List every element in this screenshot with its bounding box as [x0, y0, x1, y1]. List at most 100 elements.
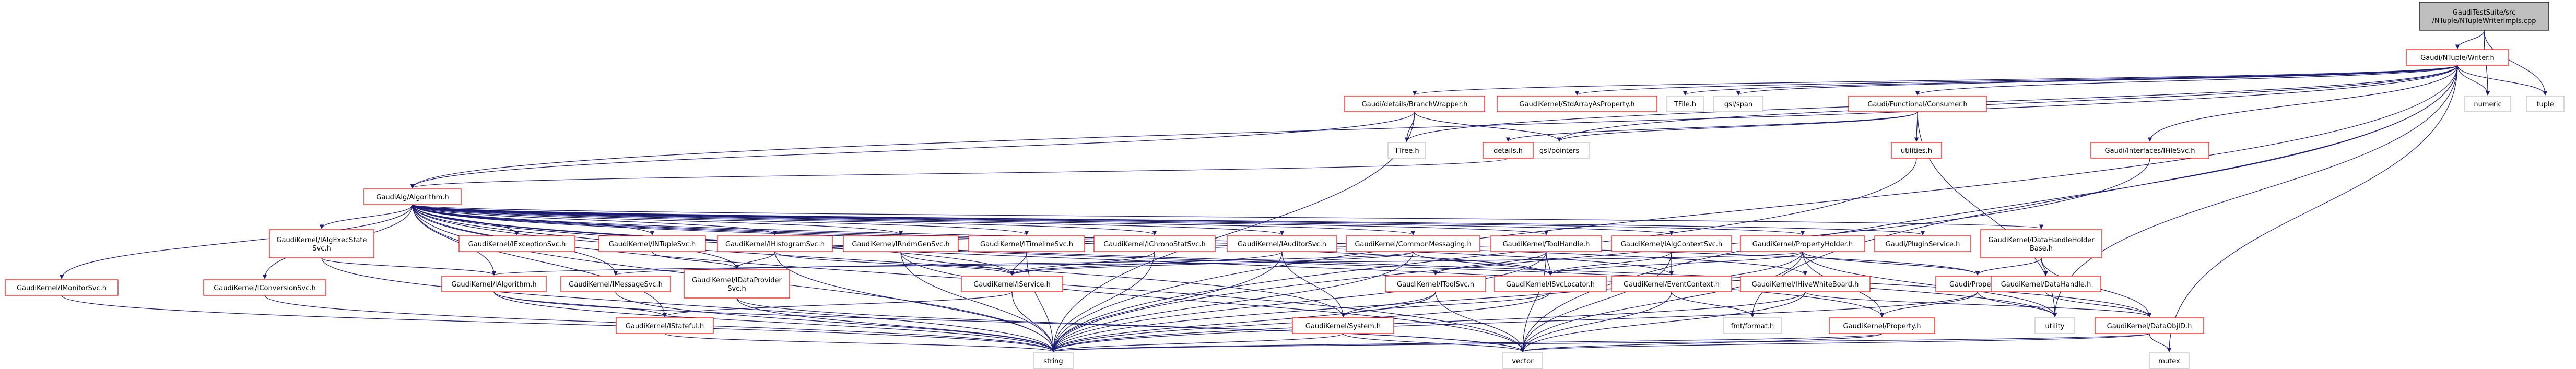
node-writer[interactable]: Gaudi/NTuple/Writer.h — [2406, 49, 2509, 66]
node-propertyholder[interactable]: GaudiKernel/PropertyHolder.h — [1740, 235, 1865, 252]
node-label: GaudiKernel/DataHandle.h — [2001, 281, 2091, 289]
node-box — [363, 188, 462, 205]
node-itoolsvc[interactable]: GaudiKernel/IToolSvc.h — [1385, 276, 1486, 292]
node-auditorsvc[interactable]: GaudiKernel/IAuditorSvc.h — [1227, 235, 1337, 252]
node-eventcontext[interactable]: GaudiKernel/EventContext.h — [1611, 276, 1732, 292]
edge-gaudialgorithm-to-ialgcontextsvc — [412, 204, 1674, 235]
edge-writer-to-functionalconsumer — [1915, 65, 2458, 96]
node-commonmessaging[interactable]: GaudiKernel/CommonMessaging.h — [1346, 235, 1480, 252]
node-label: /NTuple/NTupleWriterImpls.cpp — [2432, 17, 2536, 25]
node-box — [1713, 96, 1763, 112]
node-functionalconsumer[interactable]: Gaudi/Functional/Consumer.h — [1848, 96, 1987, 112]
node-box — [1611, 235, 1732, 252]
edge-gaudialgorithm-to-commonmessaging — [412, 204, 1415, 235]
node-label: GaudiKernel/ToolHandle.h — [1503, 241, 1590, 248]
node-label: GaudiKernel/PropertyHolder.h — [1752, 241, 1853, 248]
node-istateful[interactable]: GaudiKernel/IStateful.h — [616, 317, 714, 334]
edge-branchwrapper-to-gaudialgorithm — [410, 111, 1415, 188]
node-box — [1490, 235, 1602, 252]
node-box — [203, 279, 326, 296]
node-datahandle[interactable]: GaudiKernel/DataHandle.h — [1991, 276, 2101, 292]
node-exceptionsvc[interactable]: GaudiKernel/IExceptionSvc.h — [458, 235, 575, 252]
node-rndmgensvc[interactable]: GaudiKernel/IRndmGenSvc.h — [843, 235, 959, 252]
node-ipluginservice[interactable]: Gaudi/PluginService.h — [1874, 235, 1971, 252]
node-box — [1980, 229, 2102, 258]
edge-eventcontext-to-fmtformat — [1671, 291, 1755, 317]
node-label: GaudiKernel/IDataProvider — [692, 277, 782, 284]
edge-ialgexecstatesvc-to-string — [321, 257, 1056, 352]
node-gaudialgorithm[interactable]: GaudiAlg/Algorithm.h — [363, 188, 462, 205]
node-box — [5, 279, 119, 296]
node-box — [1387, 142, 1426, 159]
node-ialgorithm[interactable]: GaudiKernel/IAlgorithm.h — [441, 276, 547, 292]
node-gkproperty[interactable]: GaudiKernel/Property.h — [1829, 317, 1935, 334]
nodes-layer: GaudiTestSuite/src/NTuple/NTupleWriterIm… — [5, 2, 2565, 369]
node-stdarrayasproperty[interactable]: GaudiKernel/StdArrayAsProperty.h — [1497, 96, 1657, 112]
edge-itoolsvc-to-vector — [1435, 291, 1525, 352]
node-box — [2149, 352, 2190, 369]
node-label: Gaudi/PluginService.h — [1886, 241, 1960, 248]
node-box — [2419, 2, 2549, 31]
node-system[interactable]: GaudiKernel/System.h — [1292, 317, 1394, 334]
node-chronostatsvc[interactable]: GaudiKernel/IChronoStatSvc.h — [1093, 235, 1216, 252]
node-fmtformat: fmt/format.h — [1723, 317, 1782, 334]
node-ifilesvc[interactable]: Gaudi/Interfaces/IFileSvc.h — [2090, 142, 2209, 159]
node-label: GaudiKernel/INTupleSvc.h — [609, 241, 696, 248]
node-label: fmt/format.h — [1731, 323, 1774, 330]
edge-writer-to-fmtformat — [1750, 65, 2458, 317]
edge-hivewhiteboard-to-dataobjid — [1805, 291, 2151, 317]
edge-property-to-string — [1051, 291, 1978, 352]
edge-gaudialgorithm-to-timelinesvc — [412, 204, 1029, 235]
node-label: GaudiKernel/IService.h — [973, 281, 1051, 289]
edge-details-to-gaudialgorithm — [410, 158, 1509, 188]
edge-gaudialgorithm-to-system — [412, 204, 1346, 317]
node-conversionsvc[interactable]: GaudiKernel/IConversionSvc.h — [203, 279, 326, 296]
node-box — [2095, 317, 2204, 334]
node-box — [968, 235, 1085, 252]
edge-system-to-vector — [1343, 333, 1525, 352]
node-branchwrapper[interactable]: Gaudi/details/BranchWrapper.h — [1344, 96, 1485, 112]
node-ntuplesvc[interactable]: GaudiKernel/INTupleSvc.h — [598, 235, 706, 252]
node-label: GaudiKernel/CommonMessaging.h — [1355, 241, 1471, 248]
node-mutex: mutex — [2149, 352, 2190, 369]
node-iservice[interactable]: GaudiKernel/IService.h — [961, 276, 1063, 292]
node-label: GaudiKernel/Property.h — [1843, 323, 1921, 330]
edge-gaudialgorithm-to-auditorsvc — [412, 204, 1284, 235]
node-isvclocator[interactable]: GaudiKernel/ISvcLocator.h — [1494, 276, 1607, 292]
node-hivewhiteboard[interactable]: GaudiKernel/IHiveWhiteBoard.h — [1740, 276, 1871, 292]
node-imessagesvc[interactable]: GaudiKernel/IMessageSvc.h — [560, 276, 671, 292]
edge-root-to-writer — [2455, 30, 2485, 49]
node-details[interactable]: details.h — [1483, 142, 1534, 159]
node-label: utility — [2045, 323, 2065, 330]
node-toolhandle[interactable]: GaudiKernel/ToolHandle.h — [1490, 235, 1602, 252]
node-label: GaudiKernel/IStateful.h — [626, 323, 704, 330]
edge-eventcontext-to-vector — [1520, 291, 1672, 352]
node-box — [1227, 235, 1337, 252]
edge-system-to-string — [1051, 333, 1344, 352]
node-dataobjid[interactable]: GaudiKernel/DataObjID.h — [2095, 317, 2204, 334]
node-box — [2034, 317, 2075, 334]
node-histogramsvc[interactable]: GaudiKernel/IHistogramSvc.h — [717, 235, 833, 252]
edge-writer-to-tuple — [2457, 65, 2548, 96]
node-label: vector — [1512, 358, 1534, 365]
node-box — [1494, 276, 1607, 292]
node-ialgcontextsvc[interactable]: GaudiKernel/IAlgContextSvc.h — [1611, 235, 1732, 252]
node-timelinesvc[interactable]: GaudiKernel/ITimelineSvc.h — [968, 235, 1085, 252]
edge-propertyholder-to-utility — [1802, 251, 2057, 317]
node-utilities[interactable]: utilities.h — [1891, 142, 1942, 159]
node-monitorsvc[interactable]: GaudiKernel/IMonitorSvc.h — [5, 279, 119, 296]
node-label: GaudiKernel/IMessageSvc.h — [569, 281, 663, 289]
edge-writer-to-utility — [2052, 65, 2458, 317]
node-label: Base.h — [2030, 245, 2053, 253]
node-label: GaudiKernel/IAlgExecState — [276, 236, 367, 244]
node-label: tuple — [2536, 101, 2554, 109]
edge-commonmessaging-to-iservice — [1010, 251, 1414, 276]
edge-branchwrapper-to-gslpointers — [1414, 111, 1562, 142]
edge-gaudialgorithm-to-toolhandle — [412, 204, 1548, 235]
edge-propertyholder-to-ialgorithm — [492, 251, 1803, 276]
